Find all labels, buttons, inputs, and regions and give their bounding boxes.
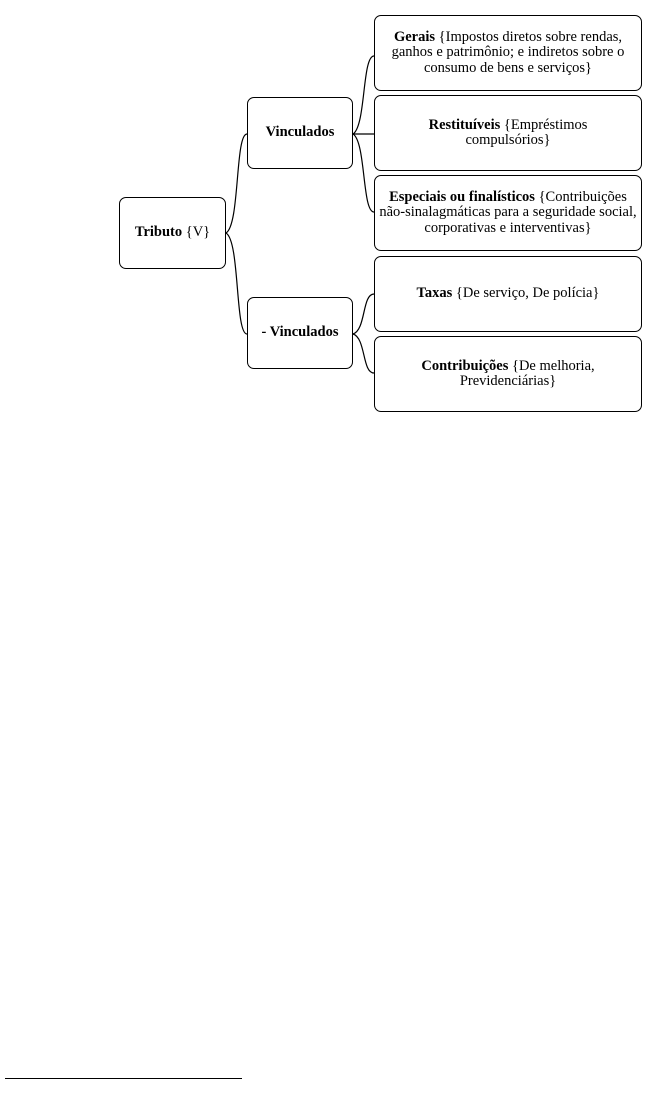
node-contribuicoes-title: Contribuições [421, 357, 509, 374]
node-gerais-text: Gerais {Impostos diretos sobre rendas, g… [378, 28, 638, 77]
node-contribuicoes-detail: {De melhoria, Previdenciárias} [459, 357, 595, 389]
node-gerais: Gerais {Impostos diretos sobre rendas, g… [374, 15, 642, 91]
connector-vinculados-especiais [352, 133, 375, 213]
node-vinculados: Vinculados [247, 97, 353, 169]
node-nao-vinculados-label: - Vinculados [261, 324, 339, 341]
node-restituiveis-title: Restituíveis [428, 116, 501, 133]
node-contribuicoes: Contribuições {De melhoria, Previdenciár… [374, 336, 642, 412]
node-taxas-detail: {De serviço, De polícia} [452, 285, 600, 302]
connector-vinculados-gerais [352, 55, 375, 135]
node-especiais-text: Especiais ou finalísticos {Contribuições… [378, 188, 638, 237]
node-taxas: Taxas {De serviço, De polícia} [374, 256, 642, 332]
node-taxas-text: Taxas {De serviço, De polícia} [417, 286, 600, 302]
node-contribuicoes-text: Contribuições {De melhoria, Previdenciár… [378, 357, 638, 390]
node-tributo-text: Tributo {V} [135, 225, 210, 241]
node-tributo-detail: {V} [182, 224, 211, 241]
connector-root-vinculados [225, 133, 248, 234]
node-taxas-title: Taxas [416, 285, 453, 302]
node-especiais-title: Especiais ou finalísticos [389, 188, 535, 205]
connector-root-nao-vinculados [225, 232, 248, 335]
footnote-separator [5, 1078, 242, 1079]
node-restituiveis: Restituíveis {Empréstimos compulsórios} [374, 95, 642, 171]
node-vinculados-label: Vinculados [265, 124, 335, 141]
node-gerais-title: Gerais [393, 28, 436, 45]
node-restituiveis-detail: {Empréstimos compulsórios} [465, 116, 588, 148]
connector-nao-vinculados-contribuicoes [352, 333, 375, 374]
node-gerais-detail: {Impostos diretos sobre rendas, ganhos e… [391, 28, 625, 76]
node-especiais-detail: {Contribuições não-sinalagmáticas para a… [379, 188, 637, 236]
node-restituiveis-text: Restituíveis {Empréstimos compulsórios} [378, 116, 638, 149]
node-tributo-title: Tributo [134, 224, 183, 241]
node-nao-vinculados: - Vinculados [247, 297, 353, 369]
node-tributo: Tributo {V} [119, 197, 226, 269]
node-especiais: Especiais ou finalísticos {Contribuições… [374, 175, 642, 251]
connector-nao-vinculados-taxas [352, 293, 375, 335]
